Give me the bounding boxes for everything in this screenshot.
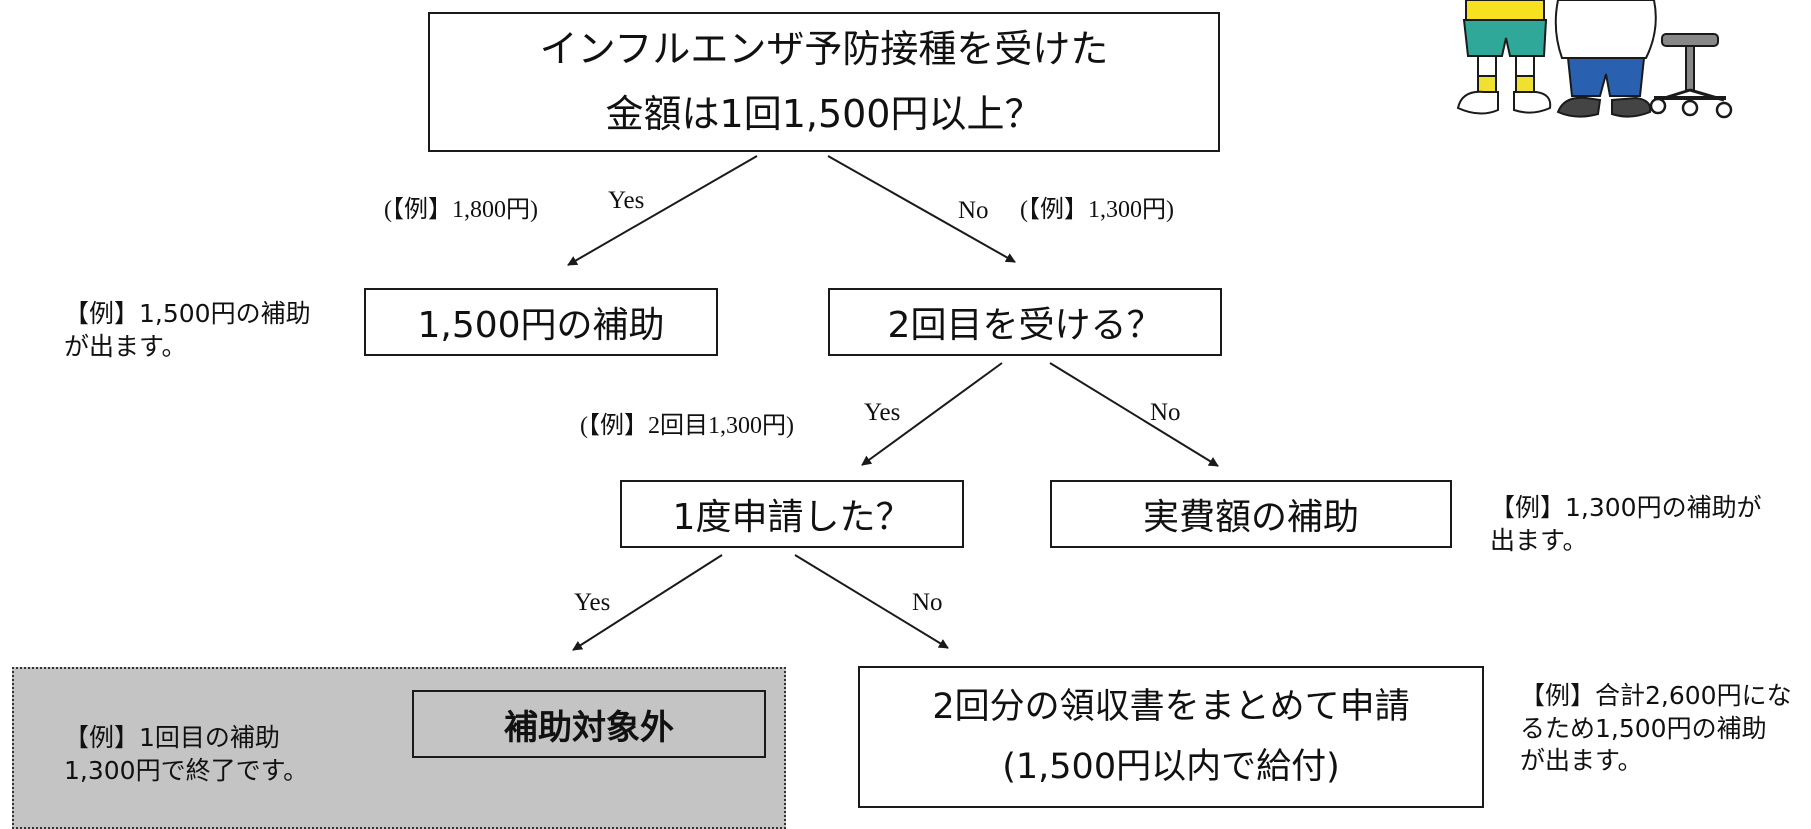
combine-receipts-line-2: (1,500円以内で給付) xyxy=(1002,747,1340,787)
edge-example-q1-no: (【例】1,300円) xyxy=(1020,197,1174,223)
question-applied-once-label: 1度申請した？ xyxy=(672,497,912,538)
result-actual-cost-label: 実費額の補助 xyxy=(1142,497,1359,538)
note-not-covered: 【例】1回目の補助 1,300円で終了です。 xyxy=(64,722,308,787)
edge-label-q2-yes: Yes xyxy=(864,399,901,426)
edge-label-q3-yes: Yes xyxy=(574,589,611,616)
note-subsidy-1500: 【例】1,500円の補助 が出ます。 xyxy=(64,298,311,363)
arrow-q3-yes xyxy=(572,554,723,651)
note-actual-cost: 【例】1,300円の補助が 出ます。 xyxy=(1490,492,1762,557)
question-second-dose-label: 2回目を受ける？ xyxy=(887,305,1163,346)
nurse-and-child-illustration xyxy=(1456,0,1733,119)
note-subsidy-1500-line-1: 【例】1,500円の補助 xyxy=(64,299,311,328)
note-combine-line-1: 【例】合計2,600円にな xyxy=(1520,681,1792,710)
edge-example-q2-yes: (【例】2回目1,300円) xyxy=(580,413,794,439)
note-combine-line-3: が出ます。 xyxy=(1520,746,1643,775)
note-not-covered-line-2: 1,300円で終了です。 xyxy=(64,755,309,785)
arrow-q2-no xyxy=(1049,362,1219,467)
note-combine: 【例】合計2,600円にな るため1,500円の補助 が出ます。 xyxy=(1520,680,1792,778)
question-line-2: 金額は1回1,500円以上？ xyxy=(605,92,1043,136)
edge-label-q1-yes: Yes xyxy=(608,187,645,214)
edge-example-q1-yes: (【例】1,800円) xyxy=(384,197,538,223)
result-actual-cost: 実費額の補助 xyxy=(1050,480,1452,548)
result-not-covered: 補助対象外 xyxy=(412,690,766,758)
result-combine-receipts: 2回分の領収書をまとめて申請 (1,500円以内で給付) xyxy=(858,666,1484,808)
edge-label-q2-no: No xyxy=(1150,399,1181,426)
arrow-q1-yes xyxy=(567,155,758,266)
note-actual-cost-line-2: 出ます。 xyxy=(1490,525,1588,555)
note-subsidy-1500-line-2: が出ます。 xyxy=(64,331,187,361)
arrow-q1-no xyxy=(827,155,1016,263)
question-second-dose: 2回目を受ける？ xyxy=(828,288,1222,356)
question-line-1: インフルエンザ予防接種を受けた xyxy=(539,27,1109,72)
arrow-q3-no xyxy=(794,554,949,649)
question-applied-once: 1度申請した？ xyxy=(620,480,964,548)
result-not-covered-label: 補助対象外 xyxy=(504,707,674,748)
result-subsidy-1500: 1,500円の補助 xyxy=(364,288,718,356)
edge-label-q3-no: No xyxy=(912,589,943,616)
note-combine-line-2: るため1,500円の補助 xyxy=(1520,713,1767,743)
note-actual-cost-line-1: 【例】1,300円の補助が xyxy=(1490,493,1762,522)
edge-label-q1-no: No xyxy=(958,197,989,224)
note-not-covered-line-1: 【例】1回目の補助 xyxy=(64,723,280,752)
question-flu-shot-cost: インフルエンザ予防接種を受けた 金額は1回1,500円以上？ xyxy=(428,12,1220,152)
arrow-q2-yes xyxy=(861,362,1003,466)
combine-receipts-line-1: 2回分の領収書をまとめて申請 xyxy=(932,686,1410,727)
result-subsidy-1500-label: 1,500円の補助 xyxy=(417,305,665,346)
